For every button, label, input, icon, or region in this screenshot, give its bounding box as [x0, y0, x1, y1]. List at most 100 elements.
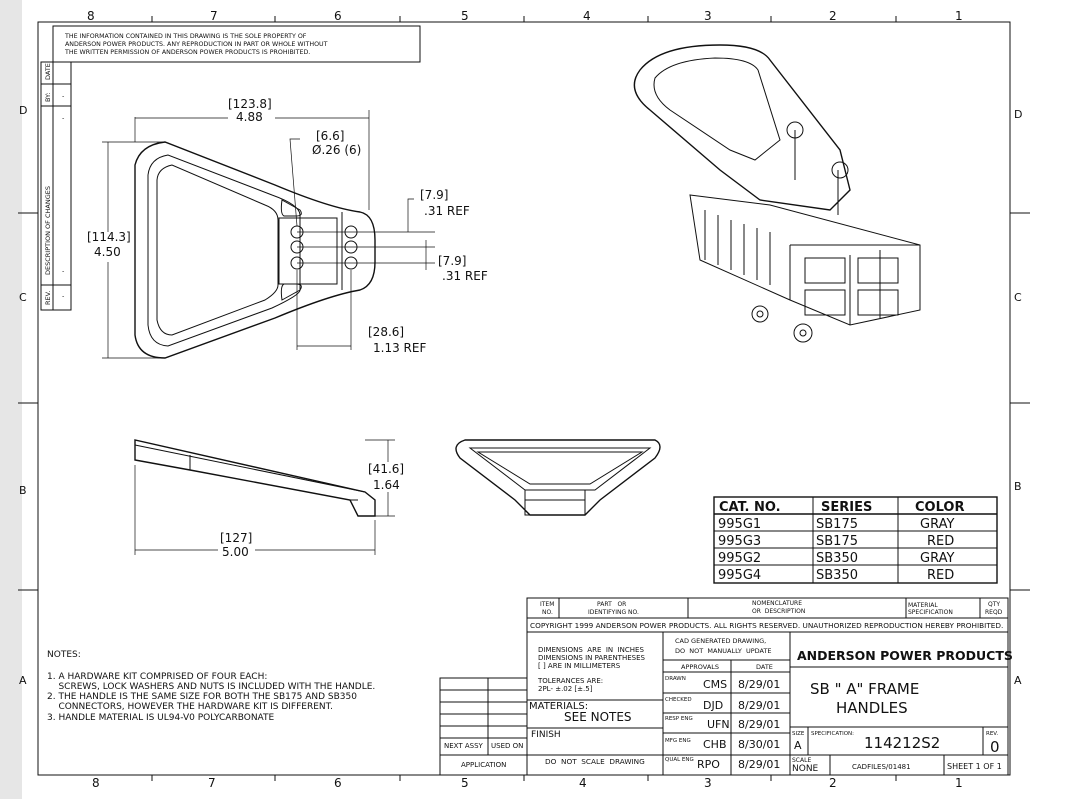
- drawing-text: MFG ENG: [665, 738, 691, 744]
- drawing-line: [633, 44, 851, 211]
- drawing-text: 6: [334, 776, 342, 790]
- drawing-line: [134, 444, 366, 493]
- drawing-text: RED: [927, 568, 954, 583]
- drawing-text: 114212S2: [864, 734, 940, 752]
- drawing-text: CMS: [703, 678, 727, 691]
- drawing-text: RPO: [697, 758, 720, 771]
- drawing-text: THE INFORMATION CONTAINED IN THIS DRAWIN…: [64, 33, 307, 40]
- drawing-line: [524, 489, 586, 516]
- drawing-text: REV.: [986, 731, 998, 737]
- catalog-table-header: CAT. NO. SERIES COLOR: [719, 500, 964, 515]
- drawing-text: D: [19, 104, 27, 117]
- drawing-text: 2PL- ±.02 [±.5]: [538, 685, 593, 693]
- drawing-line: [799, 329, 807, 337]
- zone-ticks: [18, 16, 1030, 781]
- drawing-text: 7: [208, 776, 216, 790]
- drawing-text: BY:: [44, 93, 52, 102]
- drawing-text: -: [62, 92, 65, 100]
- drawing-text: 2: [829, 776, 837, 790]
- drawing-text: NEXT ASSY: [444, 742, 484, 750]
- drawing-text: 995G4: [718, 568, 761, 583]
- drawing-line: [134, 141, 376, 359]
- drawing-text: DRAWN: [665, 676, 686, 682]
- drawing-line: [278, 217, 338, 285]
- revision-block: DATE BY: DESCRIPTION OF CHANGES REV. - -…: [40, 61, 72, 311]
- drawing-text: OR DESCRIPTION: [752, 608, 805, 615]
- drawing-line: [751, 305, 769, 323]
- drawing-line: [756, 310, 764, 318]
- drawing-text: SB350: [816, 568, 858, 583]
- drawing-line: [857, 257, 899, 284]
- drawing-text: 995G2: [718, 551, 761, 566]
- drawing-text: CHB: [703, 738, 727, 751]
- drawing-line: [407, 198, 414, 232]
- drawing-text: [7.9]: [420, 188, 448, 202]
- viewer-margin: [0, 0, 22, 799]
- drawing-text: MATERIAL: [908, 602, 938, 609]
- drawing-text: 8/30/01: [738, 738, 780, 751]
- drawing-text: 8: [92, 776, 100, 790]
- drawing-text: 4: [579, 776, 587, 790]
- drawing-line: [793, 323, 813, 343]
- drawing-text: CAT. NO.: [719, 500, 781, 515]
- drawing-text: REQD: [985, 609, 1003, 616]
- drawing-text: MATERIALS:: [529, 701, 588, 712]
- handle-front-view: [455, 439, 661, 516]
- drawing-text: A: [794, 739, 802, 752]
- drawing-text: SIZE: [792, 731, 805, 737]
- drawing-line: [857, 289, 899, 316]
- drawing-text: ITEM: [540, 601, 554, 608]
- drawing-text: APPLICATION: [461, 761, 506, 769]
- drawing-text: SHEET 1 OF 1: [947, 762, 1002, 771]
- drawing-text: DJD: [703, 699, 723, 712]
- drawing-text: 5: [461, 776, 469, 790]
- drawing-text: 2. THE HANDLE IS THE SAME SIZE FOR BOTH …: [47, 692, 357, 702]
- drawing-text: CONNECTORS, HOWEVER THE HARDWARE KIT IS …: [47, 702, 333, 712]
- drawing-text: 6: [334, 9, 342, 23]
- drawing-line: [804, 289, 846, 316]
- drawing-text: CHECKED: [665, 697, 692, 703]
- drawing-text: 3: [704, 9, 712, 23]
- drawing-text: 0: [990, 738, 1000, 756]
- drawing-text: SERIES: [821, 500, 872, 515]
- drawing-text: .31 REF: [442, 269, 488, 283]
- next-assembly-block: NEXT ASSY USED ON APPLICATION: [439, 677, 528, 776]
- top-view-dimensions: [123.8] 4.88 [6.6] Ø.26 (6) [114.3] 4.50…: [87, 97, 488, 359]
- drawing-text: 4: [583, 9, 591, 23]
- drawing-text: SCALE: [792, 757, 811, 764]
- drawing-text: GRAY: [920, 551, 954, 566]
- drawing-text: SPECIFICATION:: [811, 731, 854, 737]
- proprietary-notice-box: [52, 25, 421, 63]
- notes: NOTES: 1. A HARDWARE KIT COMPRISED OF FO…: [47, 650, 375, 723]
- drawing-text: -: [62, 267, 65, 275]
- drawing-text: [7.9]: [438, 254, 466, 268]
- drawing-text: C: [1014, 291, 1022, 304]
- drawing-text: DATE: [756, 663, 773, 671]
- drawing-text: D: [1014, 108, 1022, 121]
- drawing-text: B: [19, 484, 27, 497]
- drawing-line: [526, 597, 1009, 776]
- drawing-text: 8: [87, 9, 95, 23]
- drawing-line: DIMENSIONS ARE IN INCHES DIMENSIONS IN P…: [537, 646, 646, 693]
- drawing-text: DESCRIPTION OF CHANGES: [44, 186, 52, 275]
- drawing-text: TOLERANCES ARE:: [537, 677, 603, 685]
- drawing-text: .31 REF: [424, 204, 470, 218]
- drawing-text: 1. A HARDWARE KIT COMPRISED OF FOUR EACH…: [47, 672, 267, 682]
- drawing-text: NOMENCLATURE: [752, 600, 802, 607]
- drawing-text: SPECIFICATION: [908, 609, 953, 616]
- zone-row-labels: DC BA DC BA: [19, 104, 1022, 687]
- drawing-text: 8/29/01: [738, 699, 780, 712]
- drawing-text: 1.64: [373, 478, 400, 492]
- drawing-text: 995G3: [718, 534, 761, 549]
- drawing-text: THE WRITTEN PERMISSION OF ANDERSON POWER…: [64, 49, 310, 56]
- drawing-line: [789, 244, 920, 325]
- drawing-line: [40, 61, 72, 311]
- drawing-text: COLOR: [915, 500, 964, 515]
- drawing-line: [831, 161, 849, 179]
- handle-side-view: [41.6] 1.64 [127] 5.00: [134, 439, 404, 559]
- drawing-text: RED: [927, 534, 954, 549]
- drawing-text: [6.6]: [316, 129, 344, 143]
